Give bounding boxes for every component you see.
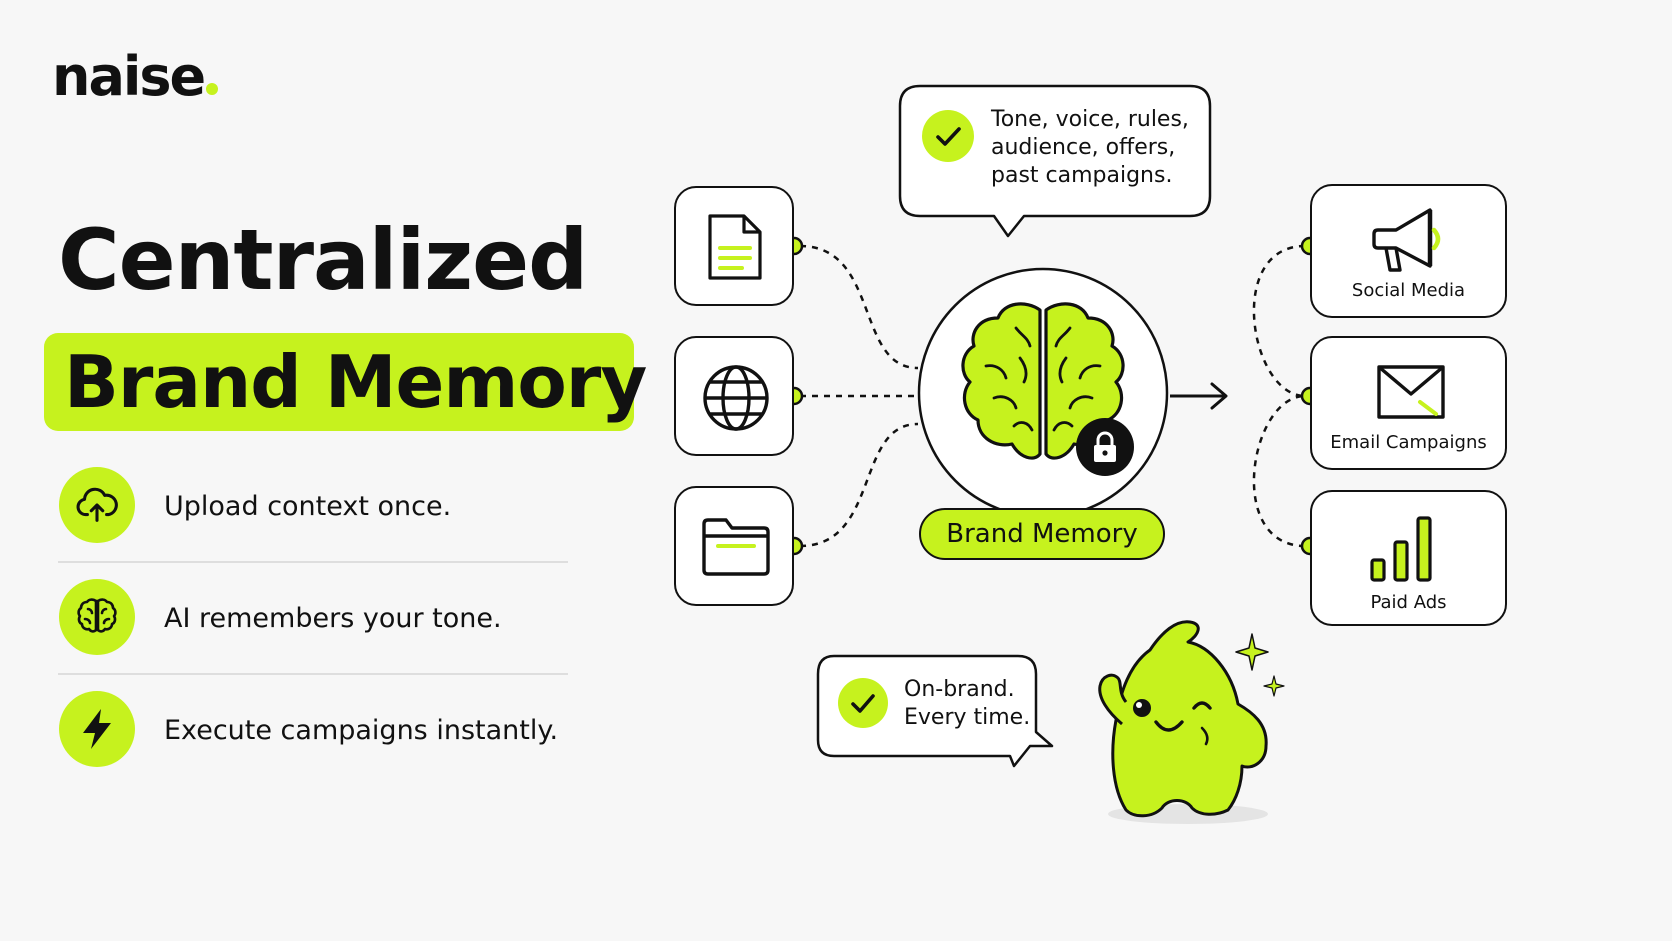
cloud-upload-icon xyxy=(59,467,135,543)
headline-line1: Centralized xyxy=(58,211,588,309)
megaphone-icon xyxy=(1372,208,1441,272)
document-icon xyxy=(708,214,762,280)
output-card-email-campaigns: Email Campaigns xyxy=(1310,336,1507,470)
card-label: Social Media xyxy=(1351,280,1466,301)
headline-line2: Brand Memory xyxy=(64,340,647,424)
brain-icon xyxy=(59,579,135,655)
lock-icon xyxy=(1076,418,1134,476)
output-card-paid-ads: Paid Ads xyxy=(1310,490,1507,626)
bar-chart-icon xyxy=(1370,516,1432,582)
context-speech-bubble: Tone, voice, rules, audience, offers, pa… xyxy=(898,84,1212,240)
output-card-social-media: Social Media xyxy=(1310,184,1507,318)
input-card-document xyxy=(674,186,794,306)
logo-dot xyxy=(206,83,219,95)
bubble-line: On-brand. xyxy=(904,677,1015,702)
feature-text: Upload context once. xyxy=(164,491,452,522)
headline-highlight: Brand Memory xyxy=(44,333,647,431)
envelope-icon xyxy=(1377,365,1445,419)
brain-icon xyxy=(917,267,1169,519)
check-icon xyxy=(838,678,888,728)
check-icon xyxy=(922,110,974,162)
feature-item: AI remembers your tone. xyxy=(58,578,568,656)
input-card-web xyxy=(674,336,794,456)
logo-text: naise xyxy=(52,45,206,108)
card-label: Email Campaigns xyxy=(1330,432,1487,453)
feature-item: Execute campaigns instantly. xyxy=(58,690,568,768)
bubble-line: audience, offers, xyxy=(991,135,1176,160)
brand-memory-node xyxy=(916,266,1170,520)
globe-icon xyxy=(703,365,769,431)
folder-icon xyxy=(702,518,770,576)
mascot-character xyxy=(1098,620,1285,824)
lightning-icon xyxy=(59,691,135,767)
feature-item: Upload context once. xyxy=(58,466,568,544)
bubble-shape xyxy=(898,84,1212,238)
bubble-line: Every time. xyxy=(904,705,1031,730)
feature-text: AI remembers your tone. xyxy=(164,603,502,634)
feature-text: Execute campaigns instantly. xyxy=(164,715,559,746)
bubble-line: past campaigns. xyxy=(991,163,1173,188)
divider xyxy=(58,673,568,675)
divider xyxy=(58,561,568,563)
card-label: Paid Ads xyxy=(1370,592,1447,613)
input-card-folder xyxy=(674,486,794,606)
feature-list: Upload context once. AI remembers your t… xyxy=(58,466,568,776)
on-brand-speech-bubble: On-brand. Every time. xyxy=(816,654,1056,770)
bubble-line: Tone, voice, rules, xyxy=(991,107,1189,132)
brand-logo: naise xyxy=(52,50,219,104)
brand-memory-label: Brand Memory xyxy=(919,508,1165,560)
